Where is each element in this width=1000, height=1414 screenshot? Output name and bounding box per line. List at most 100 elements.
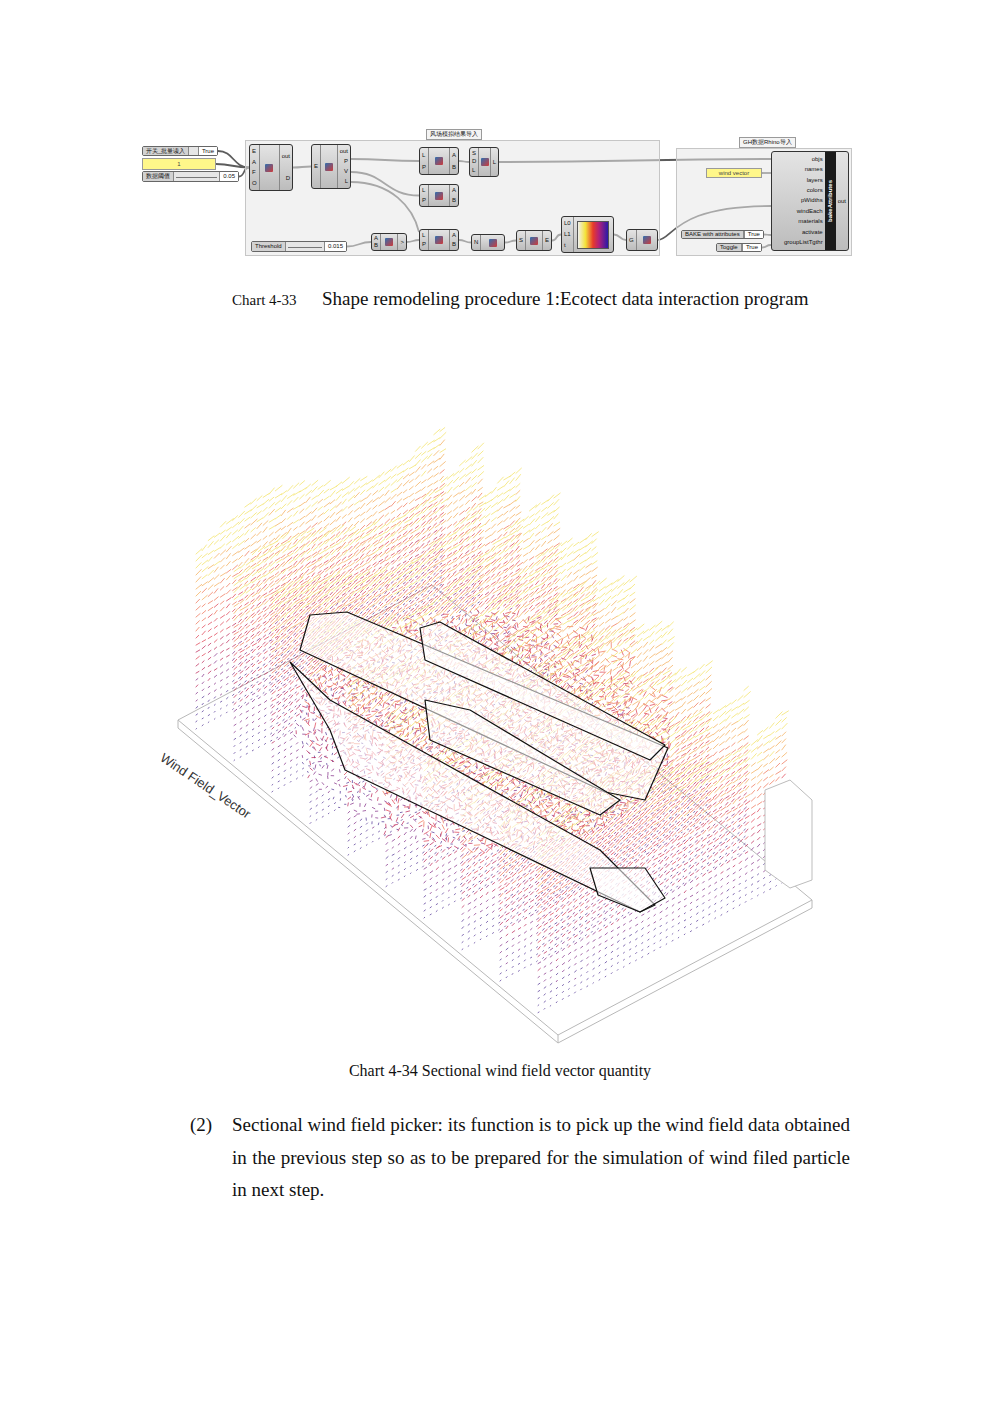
output-name: B	[452, 164, 456, 171]
input-name: E	[314, 163, 318, 170]
toggle-value: True	[742, 244, 761, 251]
body-paragraph: Sectional wind field picker: its functio…	[232, 1109, 850, 1207]
group-label: 风场模拟结果导入	[426, 129, 482, 140]
input-name: L1	[564, 231, 571, 238]
input-name: F	[252, 169, 257, 176]
output-column: outD	[280, 145, 292, 190]
input-name: layers	[774, 177, 823, 184]
gh-comp: LP AB	[419, 184, 459, 207]
component-icon	[530, 237, 538, 245]
input-name: O	[252, 180, 257, 187]
input-name: L0	[564, 220, 571, 227]
input-name: L	[422, 187, 426, 194]
gh-comp: N	[471, 234, 505, 251]
component-body	[480, 235, 504, 250]
input-column: LP	[420, 230, 428, 250]
input-column: G	[627, 230, 636, 250]
gh-comp: SE	[516, 230, 552, 251]
figure-number: Chart 4-33	[232, 292, 297, 309]
component-name: bakeAttributes	[827, 180, 834, 222]
input-column: N	[472, 235, 480, 250]
input-name: activate	[774, 229, 823, 236]
gradient-swatch	[577, 221, 609, 249]
output-name: L	[340, 178, 348, 185]
param-name: 开关_批量读入	[143, 147, 189, 155]
base-edge	[558, 1035, 559, 1043]
input-column: LP	[420, 148, 428, 174]
component-name-strip: bakeAttributes	[825, 152, 836, 250]
input-name: N	[474, 239, 478, 246]
input-name: E	[252, 148, 257, 155]
gh-comp: EoutPVL	[311, 144, 351, 189]
gh-comp: AB >	[371, 233, 407, 251]
output-column: E	[543, 231, 551, 250]
site-base	[178, 585, 812, 1043]
input-name: B	[374, 242, 378, 249]
input-name: A	[252, 159, 257, 166]
param-name: Toggle	[717, 244, 742, 251]
component-body	[478, 148, 490, 176]
component-body	[380, 234, 398, 250]
slider-value: 0.05	[219, 172, 238, 181]
input-name: groupListTgthr	[774, 239, 823, 246]
input-name: S	[472, 150, 476, 157]
input-name: G	[629, 237, 634, 244]
input-column: AB	[372, 234, 380, 250]
output-name: >	[400, 239, 404, 246]
component-body	[428, 148, 450, 174]
gh-panel: wind vector	[706, 168, 762, 178]
input-name: D	[472, 158, 476, 165]
output-name: E	[545, 237, 549, 244]
gh-toggle: 开关_批量读入True	[142, 146, 218, 156]
gh-grad: L0L1 t	[561, 216, 614, 253]
input-column: S	[517, 231, 525, 250]
figure-caption: Shape remodeling procedure 1:Ecotect dat…	[322, 288, 808, 310]
component-icon	[435, 192, 443, 200]
output-column: L	[491, 148, 498, 176]
axis-label: Wind Field_Vector	[158, 750, 254, 821]
output-name: B	[452, 197, 456, 204]
output-name: A	[452, 232, 456, 239]
gh-group: 风场模拟结果导入EAFOoutDEoutPVLLPABSDLLLPABThres…	[245, 140, 660, 256]
output-name: B	[452, 241, 456, 248]
input-name: A	[374, 235, 378, 242]
input-name: pWidths	[774, 197, 823, 204]
group-label: GH数据Rhino导入	[739, 137, 796, 148]
component-icon	[481, 158, 489, 166]
component-icon	[435, 157, 443, 165]
input-column: LP	[420, 185, 428, 206]
output-column: outPVL	[338, 145, 350, 188]
input-name: L	[422, 232, 426, 239]
component-icon	[265, 164, 273, 172]
output-name: A	[452, 187, 456, 194]
gh-slider: Threshold0.015	[251, 241, 347, 252]
output-name: V	[340, 168, 348, 175]
input-name: t	[564, 242, 571, 249]
slider-line	[176, 177, 217, 178]
input-column: objsnameslayerscolorspWidthswindEachmate…	[772, 152, 825, 250]
input-name: names	[774, 166, 823, 173]
slider-value: 0.015	[324, 242, 346, 251]
gh-group: GH数据Rhino导入wind vectorobjsnameslayerscol…	[676, 148, 852, 256]
gh-bake: objsnameslayerscolorspWidthswindEachmate…	[771, 151, 849, 251]
input-name: L	[472, 167, 476, 174]
output-column: AB	[450, 148, 458, 174]
output-column: AB	[450, 230, 458, 250]
input-name: windEach	[774, 208, 823, 215]
input-name: colors	[774, 187, 823, 194]
input-name: P	[422, 197, 426, 204]
input-name: P	[422, 164, 426, 171]
output-name: out	[340, 148, 348, 155]
gh-toggle: BAKE with attributesTrue	[681, 230, 764, 239]
building-volume	[590, 868, 665, 912]
gh-comp: LP AB	[419, 229, 459, 251]
component-body	[259, 145, 280, 190]
base-plane	[178, 585, 812, 1035]
gh-comp: SDLL	[469, 147, 499, 177]
input-column: SDL	[470, 148, 478, 176]
panel-text: 1	[177, 161, 180, 168]
building-massing	[290, 612, 668, 912]
param-name: BAKE with attributes	[682, 231, 744, 238]
slider-track	[286, 242, 324, 251]
